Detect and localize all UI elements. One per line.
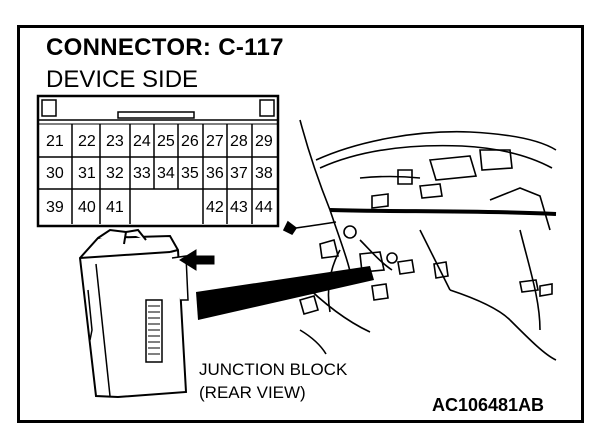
pin-24: 24 — [133, 133, 151, 150]
pin-34: 34 — [157, 165, 175, 182]
pin-35: 35 — [181, 165, 199, 182]
pin-30: 30 — [46, 165, 64, 182]
pin-42: 42 — [206, 199, 224, 216]
pin-31: 31 — [78, 165, 96, 182]
pin-37: 37 — [230, 165, 248, 182]
connector-title: CONNECTOR: C-117 — [46, 34, 284, 61]
pin-43: 43 — [230, 199, 248, 216]
junction-block-illustration — [78, 228, 189, 399]
pin-26: 26 — [181, 133, 199, 150]
connector-face — [36, 94, 280, 228]
pin-28: 28 — [230, 133, 248, 150]
pin-21: 21 — [46, 133, 64, 150]
figure-code: AC106481AB — [432, 395, 545, 415]
pin-41: 41 — [106, 199, 124, 216]
pin-23: 23 — [106, 133, 124, 150]
pin-40: 40 — [78, 199, 96, 216]
connector-arrow — [179, 249, 215, 271]
connector-subtitle: DEVICE SIDE — [46, 66, 199, 93]
pin-22: 22 — [78, 133, 96, 150]
pin-row-3: 39 40 41 42 43 44 — [46, 199, 273, 216]
junction-block-label: JUNCTION BLOCK — [199, 360, 348, 379]
pin-32: 32 — [106, 165, 124, 182]
instrument-panel-illustration — [282, 119, 557, 361]
pin-25: 25 — [157, 133, 175, 150]
pin-29: 29 — [255, 133, 273, 150]
pin-row-1: 21 22 23 24 25 26 27 28 29 — [46, 133, 273, 150]
pin-row-2: 30 31 32 33 34 35 36 37 38 — [46, 165, 273, 182]
junction-block-view-label: (REAR VIEW) — [199, 383, 306, 402]
location-pointer — [196, 266, 374, 320]
pin-33: 33 — [133, 165, 151, 182]
pin-36: 36 — [206, 165, 224, 182]
pin-38: 38 — [255, 165, 273, 182]
pin-39: 39 — [46, 199, 64, 216]
pin-27: 27 — [206, 133, 224, 150]
pin-44: 44 — [255, 199, 273, 216]
